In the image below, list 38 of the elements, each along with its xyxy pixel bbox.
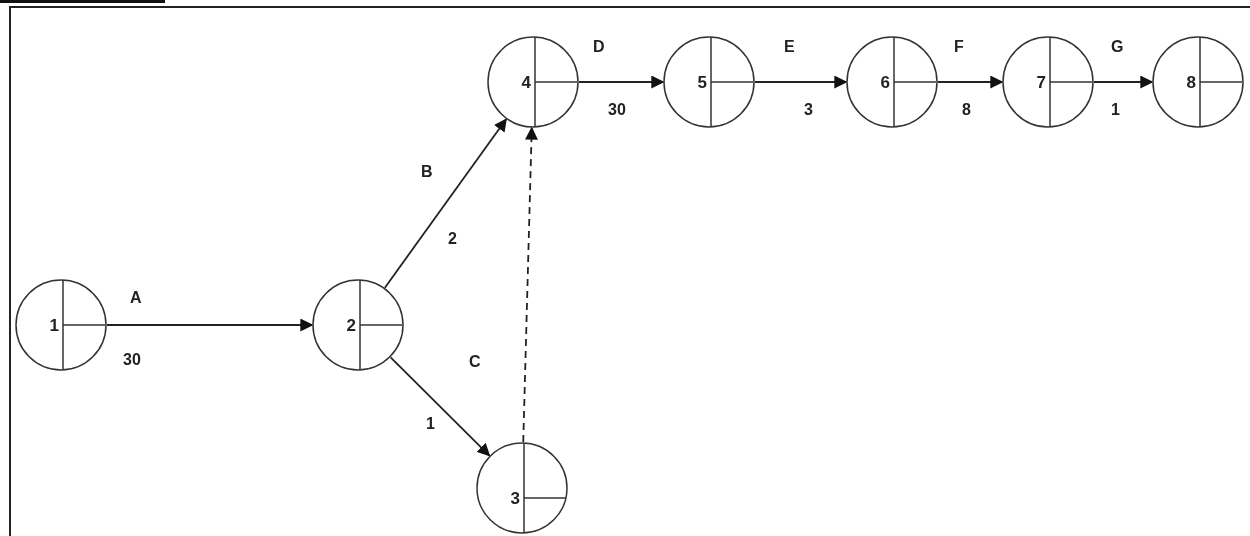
dummy-arrow <box>522 126 538 443</box>
event-number: 2 <box>346 317 356 334</box>
activity-arrow <box>1093 75 1154 89</box>
event-circle <box>846 36 940 130</box>
duration-label: 1 <box>1111 102 1120 118</box>
event-number: 4 <box>521 74 531 91</box>
event-circle <box>476 442 570 536</box>
edge-label: E <box>784 39 795 55</box>
activity-arrow <box>937 75 1004 89</box>
event-circle <box>663 36 757 130</box>
event-number: 6 <box>880 74 890 91</box>
event-circle <box>1002 36 1096 130</box>
event-circle <box>15 279 109 373</box>
event-circle <box>1152 36 1246 130</box>
activity-arrow <box>578 75 665 89</box>
event-number: 7 <box>1036 74 1046 91</box>
activity-arrow <box>106 318 314 332</box>
event-number: 3 <box>510 490 520 507</box>
event-number: 1 <box>49 317 59 334</box>
duration-label: 30 <box>123 352 141 368</box>
activity-arrow <box>389 356 491 457</box>
event-number: 8 <box>1186 74 1196 91</box>
event-circle <box>487 36 581 130</box>
edge-label: A <box>130 290 142 306</box>
activity-arrow <box>384 118 507 289</box>
edge-label: C <box>469 354 481 370</box>
duration-label: 30 <box>608 102 626 118</box>
duration-label: 3 <box>804 102 813 118</box>
duration-label: 1 <box>426 416 435 432</box>
event-number: 5 <box>697 74 707 91</box>
activity-arrow <box>754 75 848 89</box>
duration-label: 2 <box>448 231 457 247</box>
edge-label: F <box>954 39 964 55</box>
edge-label: G <box>1111 39 1124 55</box>
edge-label: B <box>421 164 433 180</box>
event-circle <box>312 279 406 373</box>
duration-label: 8 <box>962 102 971 118</box>
edge-label: D <box>593 39 605 55</box>
